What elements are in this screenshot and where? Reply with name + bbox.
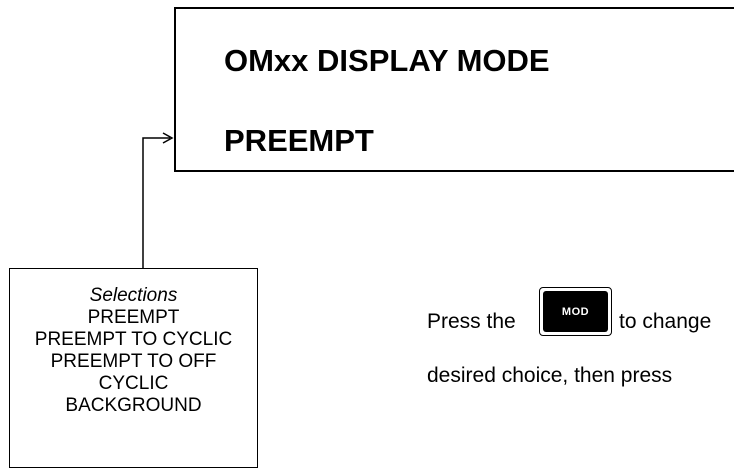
arrow-head-icon (162, 132, 174, 144)
mod-key-icon: MOD (543, 291, 608, 332)
selection-item-preempt-to-cyclic: PREEMPT TO CYCLIC (34, 329, 233, 350)
selections-box: Selections PREEMPT PREEMPT TO CYCLIC PRE… (9, 268, 258, 468)
selection-item-cyclic: CYCLIC (98, 373, 169, 394)
selection-item-preempt-to-off: PREEMPT TO OFF (50, 351, 217, 372)
display-line-1: OMxx DISPLAY MODE (224, 43, 550, 78)
instruction-text-to-change: to change (619, 310, 712, 333)
display-line-2: PREEMPT (224, 123, 374, 158)
connector-line (142, 137, 170, 268)
lcd-display-panel: OMxx DISPLAY MODE PREEMPT (174, 7, 734, 172)
selections-title: Selections (89, 285, 178, 306)
mod-key-button[interactable]: MOD (539, 287, 612, 336)
selection-item-preempt: PREEMPT (87, 307, 180, 328)
instruction-text-desired-choice: desired choice, then press (427, 364, 673, 387)
instruction-text-press-the: Press the (427, 310, 516, 333)
selection-item-background: BACKGROUND (65, 395, 202, 416)
